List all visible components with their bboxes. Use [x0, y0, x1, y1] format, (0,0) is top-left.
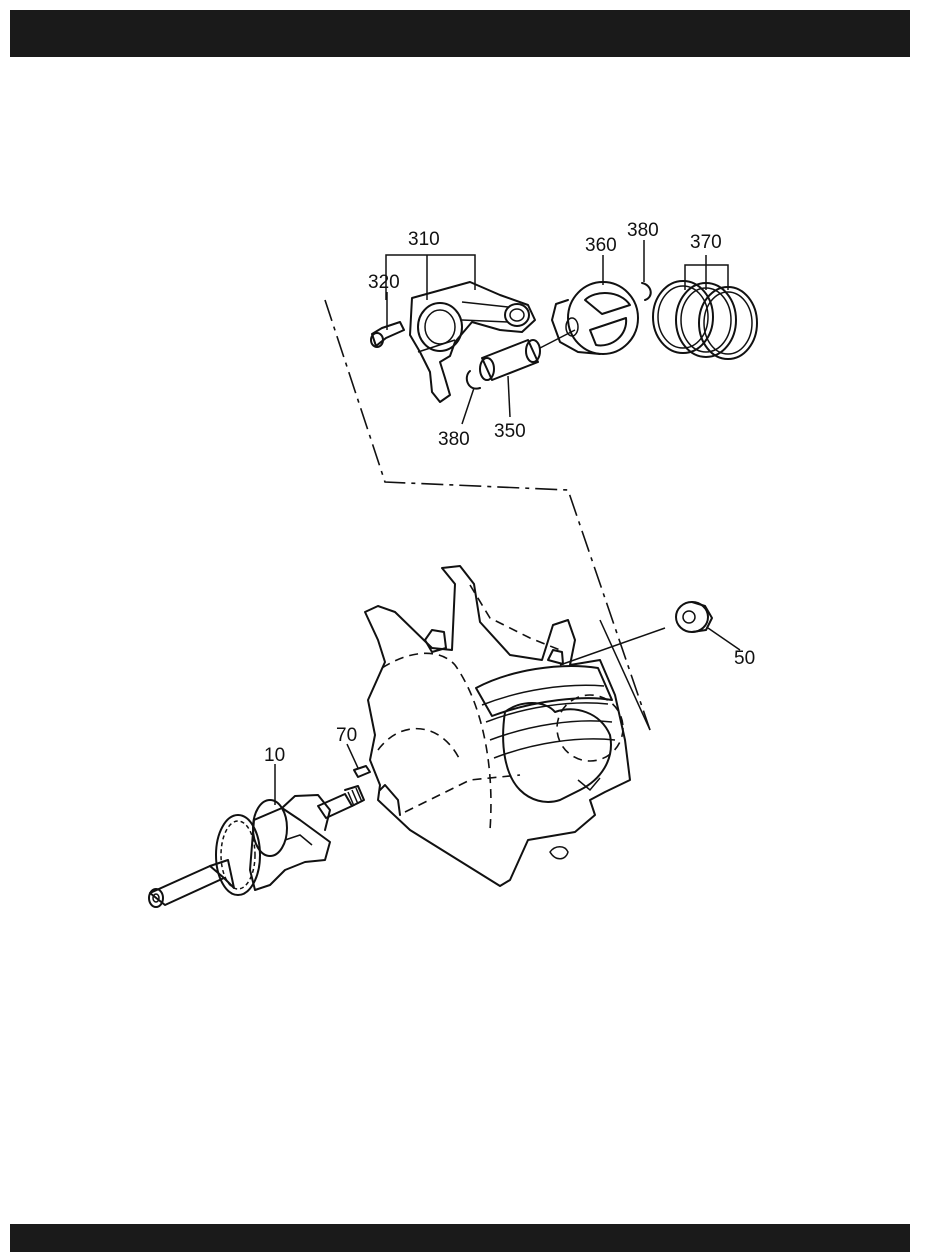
crankshaft[interactable] [149, 786, 364, 907]
crankcase-cylinder-block[interactable] [365, 566, 630, 886]
piston[interactable] [552, 282, 638, 354]
callout-380-bottom: 380 [438, 429, 470, 450]
callout-50: 50 [734, 648, 755, 669]
callout-10: 10 [264, 745, 285, 766]
callout-320: 320 [368, 272, 400, 293]
callout-370: 370 [690, 232, 722, 253]
piston-pin-snap-ring-bottom[interactable] [467, 371, 480, 389]
piston-rings[interactable] [653, 281, 757, 359]
piston-pin[interactable] [480, 330, 575, 380]
callout-360: 360 [585, 235, 617, 256]
oil-seal[interactable] [676, 602, 712, 632]
connecting-rod[interactable] [410, 282, 535, 402]
crankshaft-key[interactable] [354, 766, 370, 777]
callout-leader-lines [275, 240, 740, 805]
callout-70: 70 [336, 725, 357, 746]
callout-310: 310 [408, 229, 440, 250]
callout-350: 350 [494, 421, 526, 442]
piston-pin-snap-ring-top[interactable] [642, 283, 651, 300]
callout-380-top: 380 [627, 220, 659, 241]
assembly-guide-lines [325, 300, 665, 730]
